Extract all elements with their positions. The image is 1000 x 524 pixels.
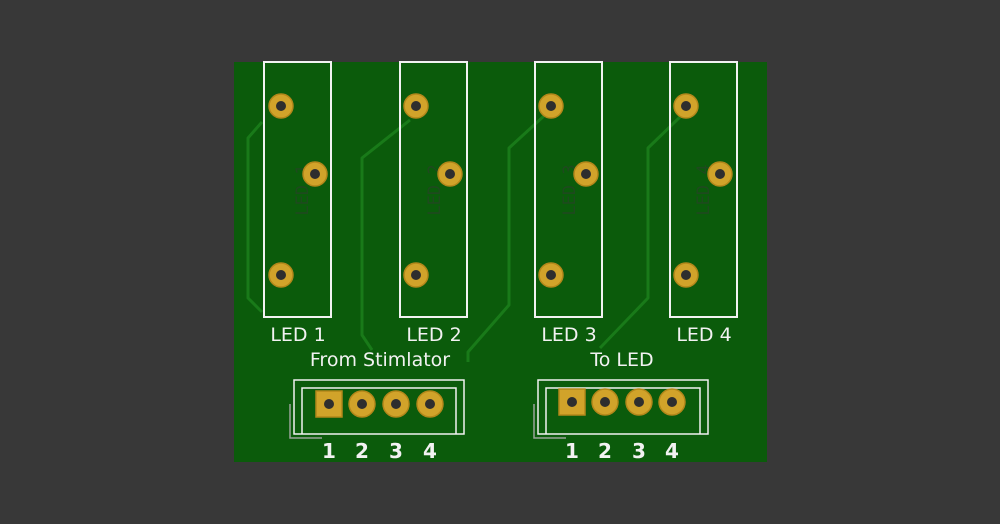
connector-from-stimlator-pin-4: 4 — [423, 439, 437, 463]
led-4-pad-3 — [673, 262, 699, 288]
connector-from-stimlator-pad-3 — [382, 390, 410, 418]
led-2-pad-1 — [403, 93, 429, 119]
trace-led1 — [246, 121, 264, 314]
trace-led3 — [466, 113, 547, 362]
connector-from-stimlator-pin-3: 3 — [389, 439, 403, 463]
connector-to-led-title: To LED — [589, 349, 653, 371]
led-2-pad-2 — [437, 161, 463, 187]
led-1-outline — [263, 61, 332, 318]
connector-to-led: To LED 1 2 3 4 — [533, 349, 709, 463]
led-1-pad-3 — [268, 262, 294, 288]
connector-from-stimlator-outline — [293, 379, 465, 435]
led-2-pad-3 — [403, 262, 429, 288]
led-3-pad-2 — [573, 161, 599, 187]
led-4-footprint: LED 4 LED 4 — [669, 61, 738, 346]
led-3-silk-label: LED 3 — [541, 324, 596, 346]
connector-from-stimlator-title: From Stimlator — [310, 349, 450, 371]
led-4-silk-label: LED 4 — [676, 324, 731, 346]
led-1-silk-label: LED 1 — [270, 324, 325, 346]
pcb-board — [234, 62, 767, 462]
led-4-pad-2 — [707, 161, 733, 187]
connector-to-led-pin-1: 1 — [565, 439, 579, 463]
led-4-outline — [669, 61, 738, 318]
connector-to-led-pad-3 — [625, 388, 653, 416]
connector-from-stimlator-pin-2: 2 — [355, 439, 369, 463]
led-3-pad-1 — [538, 93, 564, 119]
connector-from-stimlator-courtyard — [289, 404, 322, 439]
connector-from-stimlator-pin-1: 1 — [322, 439, 336, 463]
led-3-footprint: LED 3 LED 3 — [534, 61, 603, 346]
connector-to-led-outline — [537, 379, 709, 435]
connector-to-led-pad-4 — [658, 388, 686, 416]
copper-traces — [246, 113, 682, 362]
connector-from-stimlator-pad-2 — [348, 390, 376, 418]
connector-from-stimlator-pad-4 — [416, 390, 444, 418]
led-3-pad-3 — [538, 262, 564, 288]
connector-to-led-pin-4: 4 — [665, 439, 679, 463]
led-1-pad-2 — [302, 161, 328, 187]
connector-to-led-pin-3: 3 — [632, 439, 646, 463]
led-2-footprint: LED 2 LED 2 — [399, 61, 468, 346]
connector-to-led-pin-2: 2 — [598, 439, 612, 463]
connector-to-led-courtyard — [533, 404, 566, 439]
led-3-outline — [534, 61, 603, 318]
led-2-outline — [399, 61, 468, 318]
connector-from-stimlator-inner-outline — [301, 387, 457, 434]
trace-led4 — [598, 115, 682, 350]
led-1-footprint: LED 1 LED 1 — [263, 61, 332, 346]
led-2-silk-label: LED 2 — [406, 324, 461, 346]
connector-to-led-inner-outline — [545, 387, 701, 434]
connector-to-led-pad-1 — [558, 388, 586, 416]
trace-led2 — [360, 118, 411, 351]
connector-to-led-pad-2 — [591, 388, 619, 416]
connector-from-stimlator: From Stimlator 1 2 3 4 — [289, 349, 465, 463]
led-1-pad-1 — [268, 93, 294, 119]
led-4-pad-1 — [673, 93, 699, 119]
connector-from-stimlator-pad-1 — [315, 390, 343, 418]
